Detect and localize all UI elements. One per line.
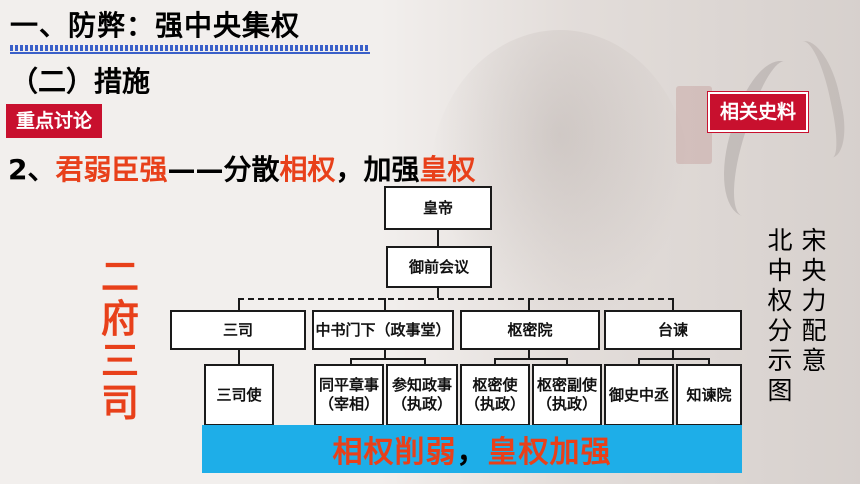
caption-char: 图 <box>767 376 793 405</box>
diagram-caption-right-column: 宋 央 力 配 意 <box>800 226 828 376</box>
node-remonstrance-bureau: 知谏院 <box>676 364 742 426</box>
node-imperial-council: 御前会议 <box>386 246 492 288</box>
caption-char: 权 <box>767 286 793 315</box>
caption-char: 力 <box>801 286 827 315</box>
node-three-departments: 三司 <box>170 310 306 350</box>
caption-char: 示 <box>767 346 793 375</box>
connector-line <box>494 358 568 360</box>
connector-line <box>424 358 426 364</box>
connector-line <box>350 358 426 360</box>
point-highlight-chancellor-power: 相权 <box>279 153 336 186</box>
node-secretariat-chancellery: 中书门下（政事堂） <box>312 310 454 350</box>
section-subtitle: （二）措施 <box>10 65 151 98</box>
background-seal <box>676 86 712 164</box>
connector-line <box>528 298 530 310</box>
banner-text-chancellor-weakened: 相权削弱 <box>332 435 457 470</box>
connector-line <box>672 298 674 310</box>
connector-line <box>638 358 710 360</box>
connector-line <box>528 350 530 358</box>
connector-line <box>566 358 568 364</box>
connector-line <box>638 358 640 364</box>
slide-title: 一、防弊：强中央集权 <box>10 9 301 42</box>
connector-line <box>437 230 439 246</box>
point-highlight-imperial-power: 皇权 <box>419 153 476 186</box>
banner-comma: ， <box>456 435 488 470</box>
node-chancellor: 同平章事 （宰相） <box>314 364 384 426</box>
connector-line <box>384 350 386 358</box>
point-number: 2、 <box>8 153 56 186</box>
connector-line <box>350 358 352 364</box>
connector-line <box>437 288 439 298</box>
node-emperor: 皇帝 <box>384 186 492 230</box>
discussion-point: 2、君弱臣强——分散相权，加强皇权 <box>8 148 476 188</box>
connector-line <box>238 298 240 310</box>
point-text: ，加强 <box>335 153 420 186</box>
diagram-caption-left-column: 北 中 权 分 示 图 <box>766 226 794 406</box>
caption-char: 意 <box>801 346 827 375</box>
side-title-char: 二 <box>100 255 139 299</box>
node-censorate: 台谏 <box>604 310 742 350</box>
side-title-char: 府 <box>100 297 139 341</box>
caption-char: 北 <box>767 226 793 255</box>
side-title-char: 三 <box>100 339 139 383</box>
connector-line <box>238 350 240 364</box>
node-bureau-of-military-affairs: 枢密院 <box>460 310 600 350</box>
caption-char: 宋 <box>801 226 827 255</box>
node-military-commissioner: 枢密使 （执政） <box>460 364 530 426</box>
side-title-char: 司 <box>100 381 139 425</box>
title-underline <box>10 45 370 54</box>
connector-line <box>708 358 710 364</box>
dashed-connector <box>238 298 674 300</box>
node-vice-military-commissioner: 枢密副使 （执政） <box>532 364 602 426</box>
node-chief-censor: 御史中丞 <box>604 364 674 426</box>
banner-text-emperor-strengthened: 皇权加强 <box>487 435 612 470</box>
focus-tag: 重点讨论 <box>6 104 103 138</box>
connector-line <box>672 350 674 358</box>
reference-tag[interactable]: 相关史料 <box>708 92 809 132</box>
caption-char: 中 <box>767 256 793 285</box>
two-offices-three-departments-label: 二 府 三 司 <box>98 256 142 424</box>
caption-char: 配 <box>801 316 827 345</box>
connector-line <box>494 358 496 364</box>
caption-char: 分 <box>767 316 793 345</box>
node-commissioner-of-finance: 三司使 <box>204 364 274 426</box>
node-vice-chancellor: 参知政事 （执政） <box>386 364 458 426</box>
caption-char: 央 <box>801 256 827 285</box>
point-highlight-weak-ruler: 君弱臣强 <box>55 153 168 186</box>
conclusion-banner: 相权削弱，皇权加强 <box>202 425 742 473</box>
connector-line <box>384 298 386 310</box>
point-text: ——分散 <box>167 153 280 186</box>
